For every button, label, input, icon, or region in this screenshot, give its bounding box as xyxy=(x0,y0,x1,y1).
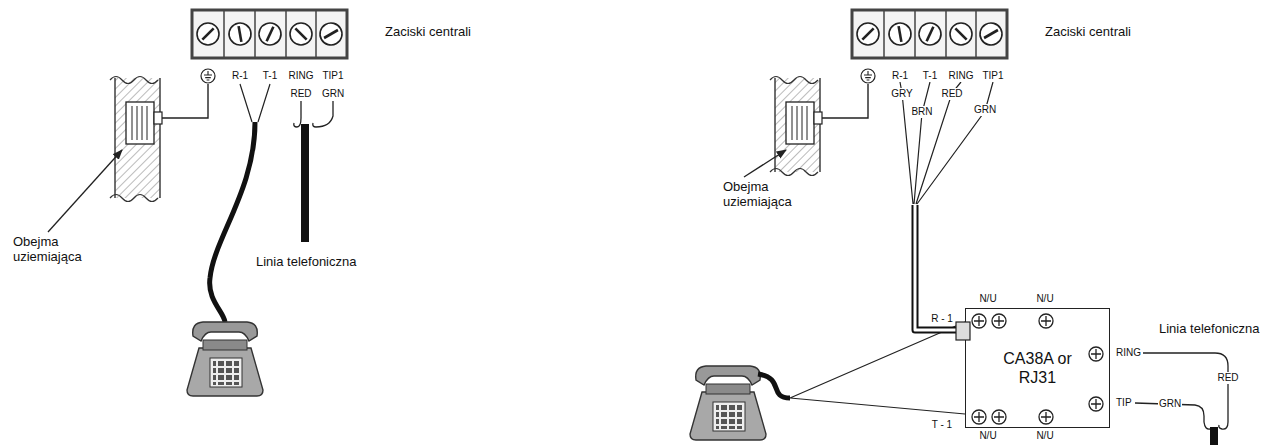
terminal-block: Zaciski centrali xyxy=(185,8,355,68)
grounding-clamp xyxy=(770,77,822,176)
terminal-label: T-1 xyxy=(262,70,278,82)
wire-color-label: GRN xyxy=(973,104,997,116)
terminal-strip xyxy=(852,10,1007,58)
telephone xyxy=(187,322,263,396)
line-wire xyxy=(1143,353,1228,429)
pin-label: N/U xyxy=(978,293,997,305)
callout-label: Linia telefoniczna xyxy=(255,255,357,270)
ground-symbol xyxy=(861,69,875,83)
wire-color-label: RED xyxy=(289,88,312,100)
terminal-caption: Zaciski centrali xyxy=(385,24,471,39)
wire-color-label: GRN xyxy=(1158,398,1182,410)
pin-label: N/U xyxy=(1035,293,1054,305)
phone-cord xyxy=(210,122,255,322)
terminal-label: RING xyxy=(288,70,315,82)
wire-color-label: RED xyxy=(1216,372,1239,384)
wire-color-label: BRN xyxy=(910,106,933,118)
terminal-caption: Zaciski centrali xyxy=(1045,24,1131,39)
terminal-label: T-1 xyxy=(922,70,938,82)
line-wire xyxy=(294,101,333,127)
pin-label: TIP xyxy=(1115,397,1133,409)
cable-core xyxy=(915,205,965,330)
pin-label: R - 1 xyxy=(930,313,954,325)
grounding-clamp xyxy=(110,77,162,202)
pin-label: RING xyxy=(1115,347,1142,359)
leader-arrow xyxy=(744,150,786,177)
phone-line-cable xyxy=(301,124,309,242)
terminal-label: R-1 xyxy=(231,70,249,82)
ground-wire xyxy=(822,84,868,118)
pin-label: T - 1 xyxy=(931,419,953,431)
wire-color-label: GRN xyxy=(321,88,345,100)
callout-label: Obejma uziemiająca xyxy=(722,180,809,210)
pin-label: N/U xyxy=(1035,430,1054,442)
wire-color-label: RED xyxy=(940,88,963,100)
wire-color-label: GRY xyxy=(890,88,914,100)
terminal-label: R-1 xyxy=(891,70,909,82)
pin-label: N/U xyxy=(978,430,997,442)
leader-arrow xyxy=(48,150,122,232)
phone-wire xyxy=(790,322,965,414)
terminal-strip xyxy=(192,10,347,58)
terminal-label: RING xyxy=(948,70,975,82)
callout-label: Linia telefoniczna xyxy=(1158,322,1260,337)
telephone xyxy=(690,366,766,440)
terminal-label: TIP1 xyxy=(321,70,344,82)
phone-wire xyxy=(240,84,270,122)
phone-jack-box: CA38A or RJ31 xyxy=(965,308,1110,428)
cable xyxy=(915,205,965,330)
device-name: CA38A or RJ31 xyxy=(1003,349,1073,387)
fan-wire xyxy=(900,82,993,204)
ground-wire xyxy=(162,84,208,118)
phone-cord xyxy=(758,374,790,398)
terminal-label: TIP1 xyxy=(981,70,1004,82)
callout-label: Obejma uziemiająca xyxy=(12,235,109,265)
ground-symbol xyxy=(201,69,215,83)
phone-line-cable xyxy=(1210,427,1218,445)
